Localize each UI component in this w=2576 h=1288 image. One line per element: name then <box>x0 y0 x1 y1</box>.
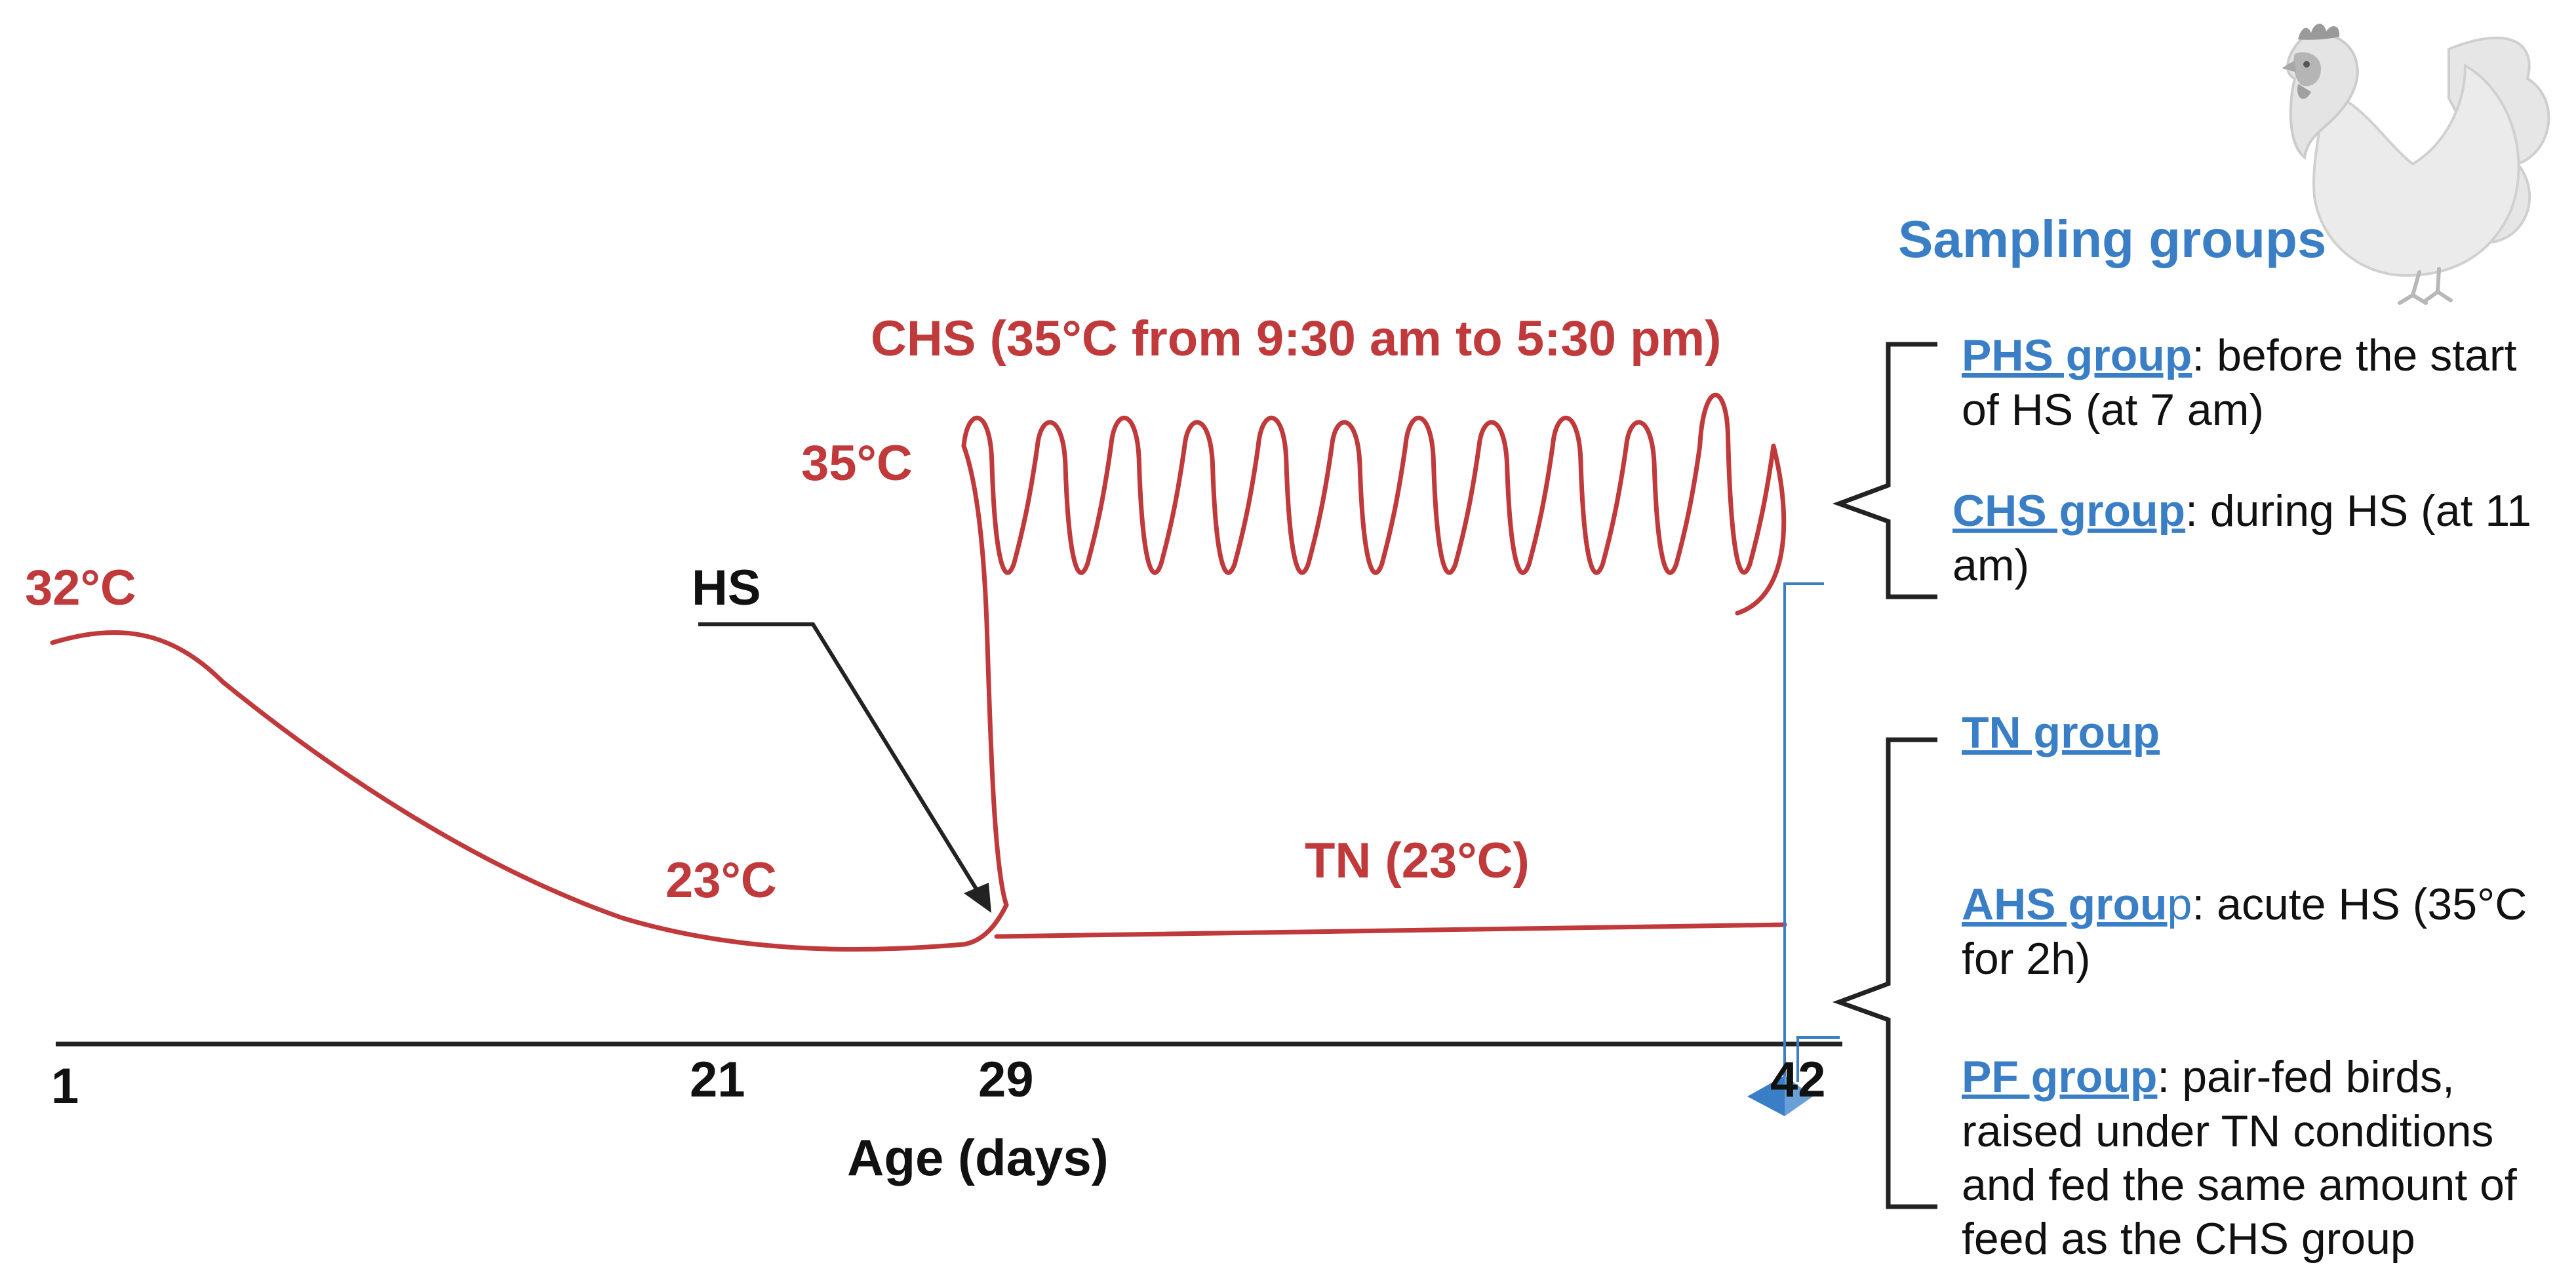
chs-group-desc-line: am) <box>1952 540 2029 590</box>
connector-arrowhead-right <box>1785 1076 1813 1116</box>
group-connector-hook <box>1796 1036 1840 1082</box>
upper-brace <box>1832 342 1937 599</box>
chs-cyclic-temperature-curve <box>961 392 1787 616</box>
axis-tick-label: 29 <box>978 1052 1034 1108</box>
brooding-end-temperature-label: 23°C <box>665 853 777 908</box>
ahs-group-entry: AHS group: acute HS (35°C <box>1962 879 2527 929</box>
brooding-temperature-curve <box>50 630 1009 952</box>
phs-group-desc: : before the start <box>2192 331 2516 380</box>
ahs-group-desc: : acute HS (35°C <box>2192 879 2527 929</box>
tn-group-name: TN group <box>1962 708 2160 757</box>
axis-tick-label: 1 <box>51 1058 79 1114</box>
chs-label: CHS (35°C from 9:30 am to 5:30 pm) <box>871 311 1721 367</box>
phs-group-desc-line: of HS (at 7 am) <box>1962 385 2264 435</box>
chs-group-entry: CHS group: during HS (at 11 <box>1952 486 2531 536</box>
lower-brace <box>1832 737 1937 1209</box>
group-connector-line <box>1783 582 1824 1089</box>
pf-group-entry: PF group: pair-fed birds, <box>1962 1052 2455 1102</box>
tn-temperature-line <box>994 922 1787 939</box>
sampling-groups-title: Sampling groups <box>1898 210 2326 268</box>
pf-group-desc-line: feed as the CHS group <box>1962 1214 2415 1264</box>
chicken-icon <box>2282 24 2550 305</box>
pf-group-desc-line: and fed the same amount of <box>1962 1160 2517 1210</box>
hs-pointer-label: HS <box>692 560 761 616</box>
pf-group-desc-line: raised under TN conditions <box>1962 1106 2493 1156</box>
axis-tick-label: 42 <box>1770 1052 1826 1108</box>
pf-group-name: PF group <box>1962 1052 2157 1102</box>
hs-pointer-line <box>698 622 984 900</box>
phs-group-entry: PHS group: before the start <box>1962 331 2517 380</box>
start-temperature-label: 32°C <box>25 560 136 616</box>
hs-temperature-label: 35°C <box>801 435 913 491</box>
pf-group-desc: : pair-fed birds, <box>2157 1052 2455 1102</box>
phs-group-name: PHS group <box>1962 331 2192 380</box>
axis-tick-label: 21 <box>690 1052 745 1108</box>
tn-label: TN (23°C) <box>1305 833 1530 889</box>
connector-arrowhead <box>1747 1076 1785 1116</box>
axis-title: Age (days) <box>847 1129 1109 1186</box>
ahs-group-name-tail: p <box>2168 879 2192 929</box>
ahs-group-name: AHS grou <box>1962 879 2168 929</box>
ahs-group-desc-line: for 2h) <box>1962 934 2091 984</box>
heat-onset-line <box>961 443 1009 908</box>
chs-group-desc: : during HS (at 11 <box>2185 486 2531 536</box>
hs-pointer-arrowhead <box>964 883 991 913</box>
chs-group-name: CHS group <box>1952 486 2185 536</box>
